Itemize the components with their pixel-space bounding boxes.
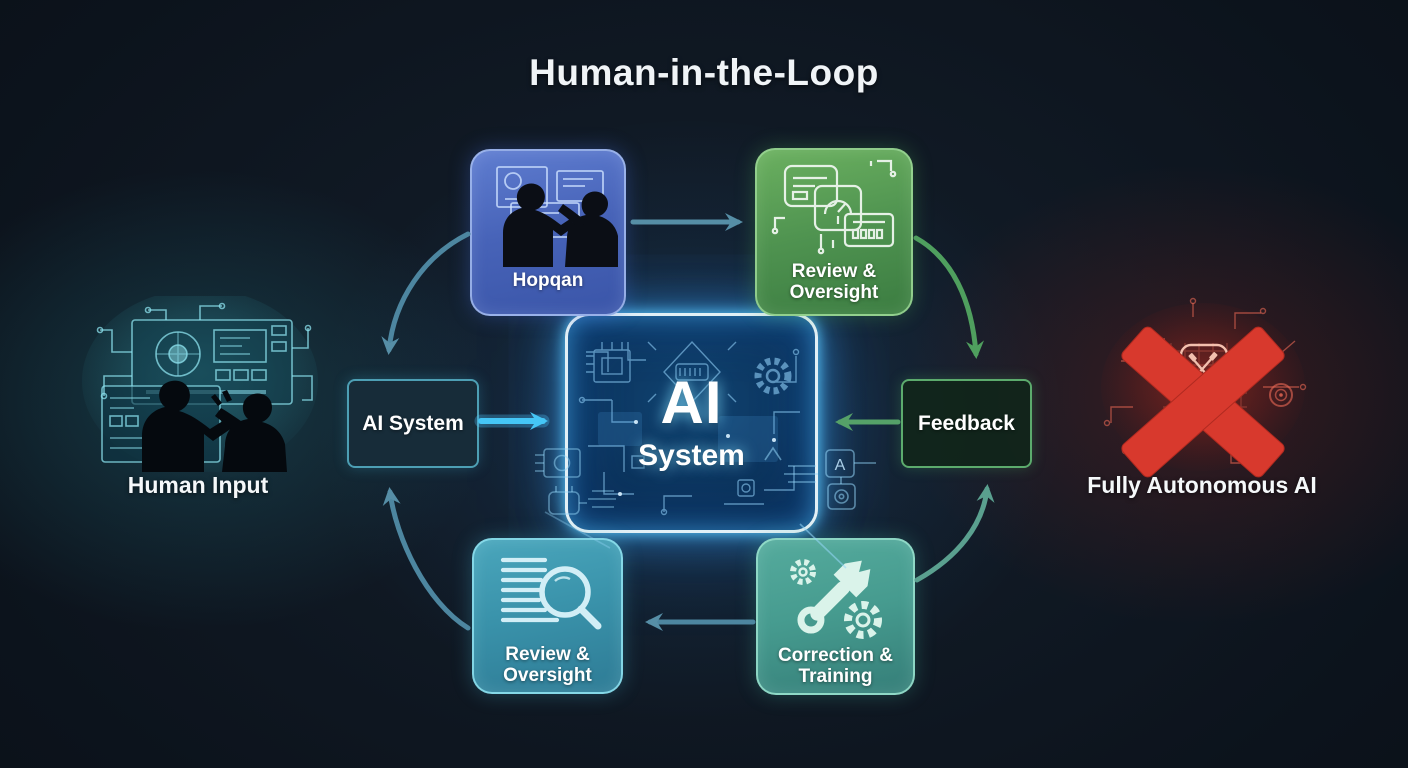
humans-at-screens-art bbox=[80, 296, 320, 477]
arrow-correction-to-feedback bbox=[914, 484, 995, 583]
node-feedback: Feedback bbox=[901, 379, 1032, 468]
center-ai-system-node: AI System bbox=[565, 313, 818, 533]
arrow-human-to-aisystem bbox=[381, 231, 471, 355]
node-feedback-label: Feedback bbox=[918, 411, 1015, 435]
label-line1: Review & bbox=[791, 261, 877, 282]
review-documents-icon bbox=[759, 156, 909, 260]
svg-text:A: A bbox=[835, 457, 846, 474]
page-title: Human-in-the-Loop bbox=[529, 52, 879, 93]
label-line2: Oversight bbox=[503, 664, 592, 686]
node-review-oversight-top-label: Review & Oversight bbox=[789, 261, 879, 304]
list-magnifier-icon bbox=[475, 548, 621, 642]
node-human-top-label: Hopqan bbox=[512, 270, 584, 291]
label-line1: Review & bbox=[505, 644, 590, 665]
red-x-icon bbox=[1085, 295, 1325, 490]
wrench-gears-icon bbox=[761, 548, 911, 643]
node-correction-training: Correction & Training bbox=[756, 538, 915, 695]
arrow-review-bottom-to-aisystem bbox=[382, 487, 471, 631]
label-line2: Oversight bbox=[789, 281, 879, 303]
label-line1: Correction & bbox=[777, 645, 894, 666]
node-human-top: Hopqan bbox=[470, 149, 626, 316]
node-review-oversight-bottom: Review & Oversight bbox=[472, 538, 623, 694]
node-ai-system-left-label: AI System bbox=[362, 411, 464, 435]
node-correction-training-label: Correction & Training bbox=[777, 645, 894, 688]
node-ai-system-left: AI System bbox=[347, 379, 479, 468]
node-review-oversight-top: Review & Oversight bbox=[755, 148, 913, 316]
node-review-oversight-bottom-label: Review & Oversight bbox=[503, 644, 592, 687]
arrow-review-to-feedback bbox=[913, 235, 985, 359]
center-label-system: System bbox=[638, 438, 745, 472]
human-input-caption: Human Input bbox=[127, 472, 269, 498]
center-node-label: AI System bbox=[568, 316, 815, 530]
circuit-board-art bbox=[578, 340, 800, 516]
label-line2: Training bbox=[798, 665, 873, 687]
fully-autonomous-caption: Fully Autonomous AI bbox=[1087, 472, 1317, 498]
center-label-ai: AI bbox=[660, 368, 723, 436]
people-conversation-icon bbox=[473, 159, 623, 267]
